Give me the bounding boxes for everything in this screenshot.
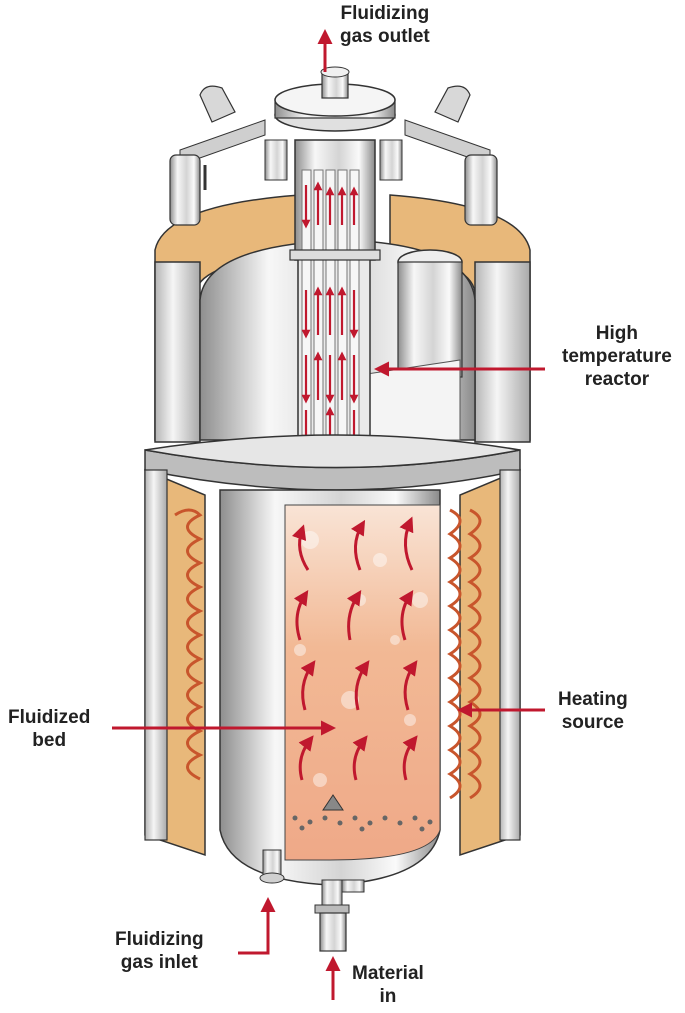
reactor-tube-bundle [289, 139, 381, 456]
heating-coils [174, 508, 482, 800]
bed-flow-arrows [291, 516, 418, 781]
top-lid-assembly [169, 66, 498, 226]
label-reactor: High temperature reactor [562, 323, 672, 390]
label-gas-outlet: Fluidizing gas outlet [340, 3, 430, 47]
pointer-arrows [112, 29, 545, 1000]
label-gas-inlet: Fluidizing gas inlet [115, 929, 204, 973]
label-material-in: Material in [352, 963, 424, 1007]
mid-flange-ring [144, 434, 521, 491]
lower-insulation-jacket [144, 468, 521, 857]
label-fluidized-bed: Fluidized bed [8, 707, 91, 751]
bottom-nozzles [259, 849, 365, 952]
label-heating-source: Heating source [558, 689, 628, 733]
gas-inlet-arrow [238, 897, 276, 955]
